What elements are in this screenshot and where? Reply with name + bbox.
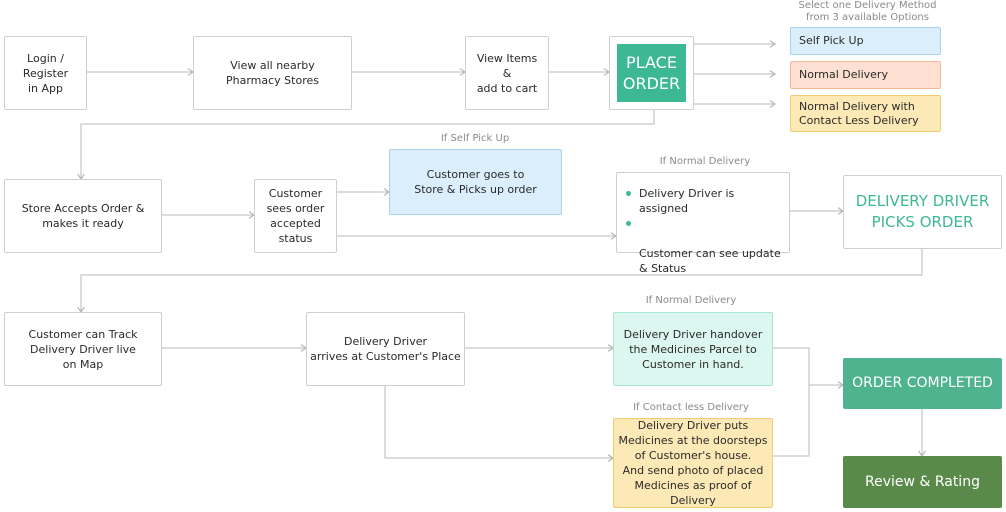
store-accepts-node: Store Accepts Order & makes it ready	[4, 179, 162, 253]
review-rating-node: Review & Rating	[843, 456, 1002, 508]
customer-sees-status-node: Customer sees order accepted status	[254, 179, 337, 253]
option-contactless-delivery: Normal Delivery with Contact Less Delive…	[790, 95, 941, 132]
arrow-to-normal-arrowhead	[769, 70, 777, 78]
bullet-dot	[626, 221, 631, 226]
view-pharmacy-stores-node: View all nearby Pharmacy Stores	[193, 36, 352, 110]
driver-picks-order-node: DELIVERY DRIVER PICKS ORDER	[843, 175, 1002, 249]
select-delivery-note: Select one Delivery Method from 3 availa…	[798, 0, 937, 23]
view-items-node: View Items & add to cart	[465, 36, 549, 110]
label-if-self-pickup: If Self Pick Up	[440, 133, 510, 144]
line-handover-out	[773, 347, 810, 385]
option-self-pickup: Self Pick Up	[790, 27, 941, 55]
bullet-driver-assigned: Delivery Driver is assigned	[626, 186, 783, 216]
arrow-to-self-pickup-arrowhead	[769, 40, 777, 48]
arrow-driver-picks-to-track	[80, 249, 923, 312]
line-contactless-out	[773, 385, 810, 457]
order-completed-node: ORDER COMPLETED	[843, 358, 1002, 409]
label-if-normal-delivery-1: If Normal Delivery	[659, 156, 751, 167]
bullet-customer-update: Customer can see update & Status	[626, 216, 783, 276]
option-normal-delivery: Normal Delivery	[790, 61, 941, 89]
bullet-2-text: Customer can see update & Status	[639, 247, 781, 275]
self-pickup-node: Customer goes to Store & Picks up order	[389, 149, 562, 215]
place-order-node: PLACE ORDER	[609, 36, 694, 110]
login-register-node: Login / Register in App	[4, 36, 87, 110]
contactless-node: Delivery Driver puts Medicines at the do…	[613, 418, 773, 508]
handover-node: Delivery Driver handover the Medicines P…	[613, 312, 773, 386]
arrow-place-order-to-store	[80, 110, 655, 179]
driver-arrives-node: Delivery Driver arrives at Customer's Pl…	[306, 312, 465, 386]
bullet-dot	[626, 191, 631, 196]
track-driver-node: Customer can Track Delivery Driver live …	[4, 312, 162, 386]
arrow-arrives-to-contactless	[384, 386, 613, 459]
bullet-1-text: Delivery Driver is assigned	[639, 187, 735, 215]
label-if-normal-delivery-2: If Normal Delivery	[645, 295, 737, 306]
place-order-label: PLACE ORDER	[617, 44, 686, 102]
arrow-to-contactless-arrowhead	[769, 100, 777, 108]
normal-delivery-steps: Delivery Driver is assigned Customer can…	[616, 172, 790, 275]
label-if-contactless: If Contact less Delivery	[633, 402, 749, 413]
